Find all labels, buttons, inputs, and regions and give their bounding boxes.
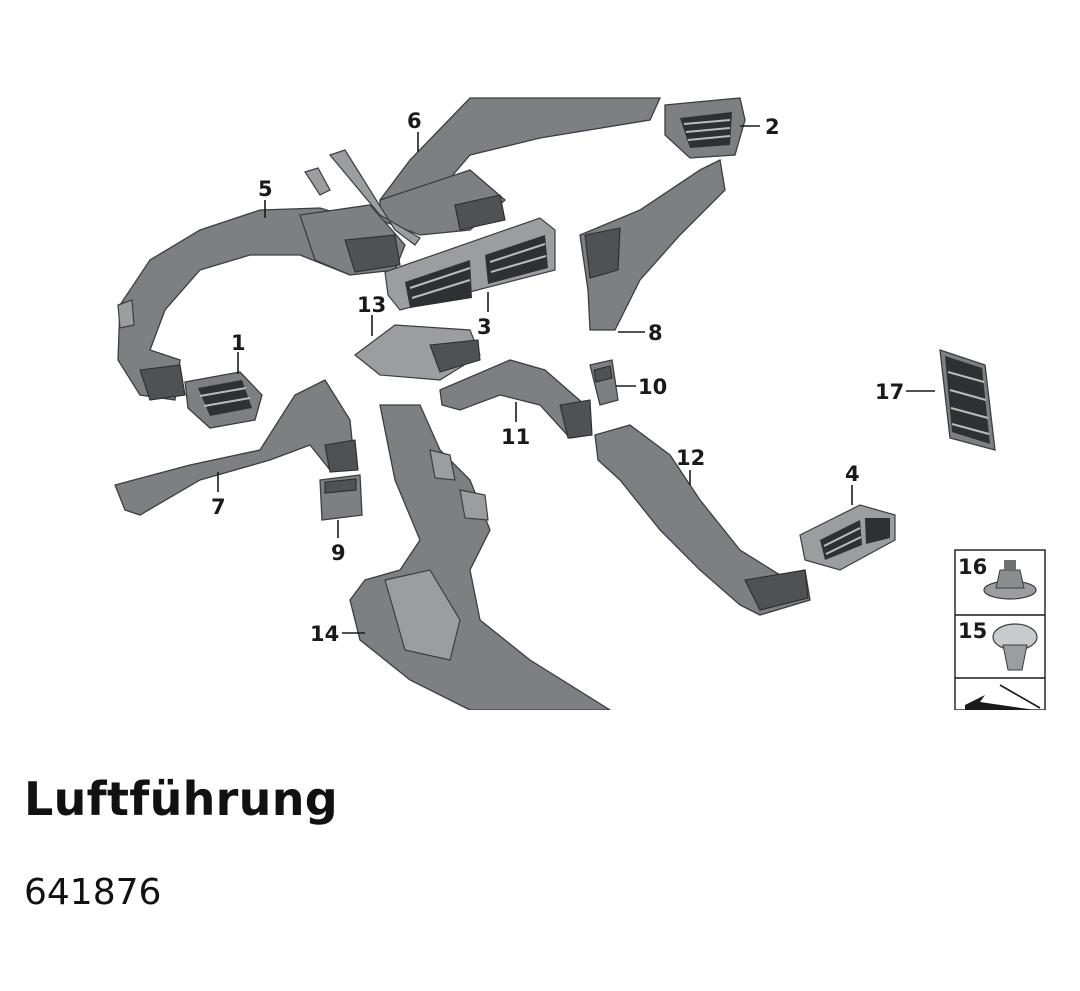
callout-14: 14 <box>310 622 339 646</box>
callout-6: 6 <box>407 109 422 133</box>
part-10-vent <box>589 359 619 406</box>
callout-1: 1 <box>231 331 246 355</box>
leader-lines <box>217 125 935 634</box>
callout-17: 17 <box>875 380 904 404</box>
callout-10: 10 <box>638 375 667 399</box>
part-1-vent <box>184 371 263 429</box>
callout-4: 4 <box>845 462 860 486</box>
part-7-duct <box>114 379 359 516</box>
callout-2: 2 <box>765 115 780 139</box>
part-14-duct <box>349 404 612 710</box>
part-9-vent <box>319 474 363 521</box>
part-15-clip <box>992 623 1038 671</box>
part-8-duct <box>579 159 726 331</box>
parts-diagram: 6 2 5 3 13 8 1 10 17 11 12 4 7 9 14 16 1… <box>0 60 1080 710</box>
part-12-duct <box>594 424 811 616</box>
page-title: Luftführung <box>24 772 338 826</box>
part-3-center-vent <box>384 217 556 311</box>
part-6-duct <box>304 97 662 246</box>
callout-7: 7 <box>211 495 226 519</box>
callout-13: 13 <box>357 293 386 317</box>
parts-diagram-svg: 6 2 5 3 13 8 1 10 17 11 12 4 7 9 14 16 1… <box>114 97 1046 710</box>
callout-15: 15 <box>958 619 987 643</box>
arrow-icon <box>965 684 1041 710</box>
part-17-grille <box>939 349 996 451</box>
callout-12: 12 <box>676 446 705 470</box>
part-16-nut <box>983 560 1037 600</box>
part-13-duct <box>354 324 481 381</box>
part-number: 641876 <box>24 872 162 913</box>
callout-3: 3 <box>477 315 492 339</box>
part-4-vent <box>799 504 896 571</box>
callout-11: 11 <box>501 425 530 449</box>
callout-8: 8 <box>648 321 663 345</box>
callout-5: 5 <box>258 177 273 201</box>
part-2-vent <box>664 97 746 159</box>
callout-labels: 6 2 5 3 13 8 1 10 17 11 12 4 7 9 14 16 1… <box>211 109 987 646</box>
part-5-duct <box>117 204 406 401</box>
callout-9: 9 <box>331 541 346 565</box>
part-11-duct <box>439 359 593 439</box>
callout-16: 16 <box>958 555 987 579</box>
fastener-parts-box <box>954 549 1046 710</box>
